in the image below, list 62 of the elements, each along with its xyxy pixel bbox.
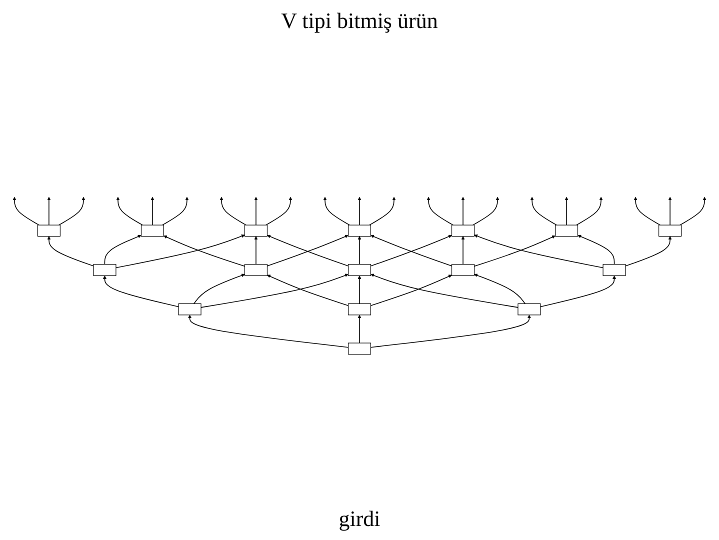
node-box [602, 264, 626, 276]
arrow [150, 196, 154, 226]
arrow [104, 234, 142, 265]
node-box [518, 303, 541, 316]
arrow [358, 236, 362, 265]
arrow [474, 234, 604, 268]
arrow [530, 196, 558, 226]
arrow [254, 196, 258, 226]
arrow [680, 196, 706, 226]
arrow [368, 196, 396, 226]
arrow [200, 274, 348, 308]
node-box [93, 264, 116, 276]
arrow [358, 314, 362, 344]
node-box [348, 342, 372, 355]
node-box [178, 303, 202, 316]
arrow [102, 275, 179, 308]
arrow [461, 236, 465, 265]
arrow [634, 196, 661, 226]
node-box [658, 224, 682, 237]
node-box [451, 224, 475, 237]
node-box [348, 303, 372, 316]
arrow [625, 236, 672, 266]
arrow [47, 236, 94, 266]
arrow [474, 274, 526, 304]
arrow [474, 235, 556, 267]
arrow [254, 236, 258, 265]
arrow [426, 196, 454, 226]
arrow [578, 234, 615, 265]
arrow [58, 196, 86, 226]
arrow [472, 196, 500, 226]
arrow [668, 196, 672, 226]
input-label: girdi [338, 506, 380, 532]
arrow [576, 196, 603, 226]
arrow [370, 314, 531, 348]
node-box [244, 224, 268, 237]
arrow [265, 196, 292, 226]
arrow [116, 196, 144, 226]
node-box [555, 224, 578, 237]
diagram-title: V tipi bitmiş ürün [281, 8, 438, 34]
arrow [47, 196, 51, 226]
node-box [348, 264, 372, 276]
arrow [564, 196, 568, 226]
arrow [116, 234, 245, 268]
arrow [194, 274, 245, 304]
arrow [162, 196, 189, 226]
arrow [540, 275, 616, 308]
arrow [323, 196, 350, 226]
arrow [358, 196, 362, 226]
arrow [370, 274, 452, 306]
arrow [267, 274, 349, 306]
node-box [348, 224, 372, 237]
node-box [37, 224, 60, 237]
node-box [244, 264, 268, 276]
arrow [220, 196, 247, 226]
arrow [358, 275, 362, 304]
node-box [451, 264, 475, 276]
arrow [188, 314, 349, 348]
arrow [12, 196, 40, 226]
arrow [370, 274, 518, 308]
node-box [140, 224, 164, 237]
arrow [461, 196, 465, 226]
arrow [164, 235, 246, 267]
